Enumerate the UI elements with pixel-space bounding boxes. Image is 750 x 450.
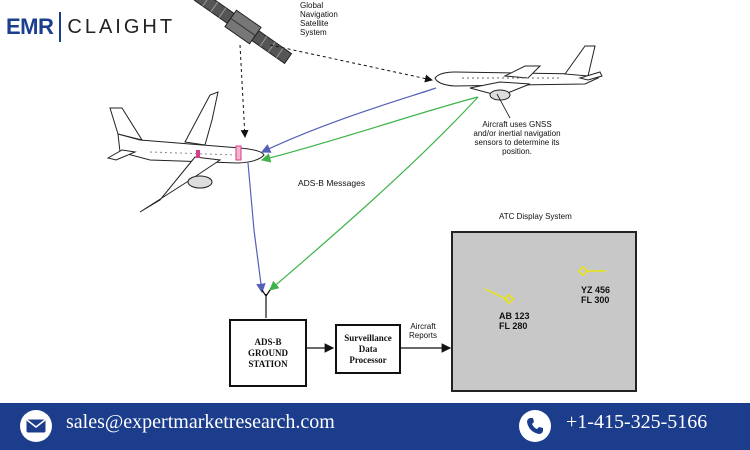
- note-pointer-line: [496, 93, 511, 119]
- antenna-icon: [261, 289, 271, 318]
- satellite-label: Global Navigation Satellite System: [300, 1, 338, 37]
- target1-label: AB 123 FL 280: [499, 311, 530, 331]
- left-aircraft-icon: [106, 91, 265, 213]
- surveillance-processor-box: Surveillance Data Processor: [335, 324, 401, 374]
- gnss-signal-line-2: [269, 44, 433, 83]
- aircraft-position-note: Aircraft uses GNSS and/or inertial navig…: [473, 120, 561, 156]
- adsb-messages-label: ADS-B Messages: [298, 178, 366, 188]
- adsb-broadcast-line-2: [269, 96, 479, 291]
- right-aircraft-icon: [434, 45, 603, 101]
- mail-icon: [20, 410, 52, 442]
- ground-station-box: ADS-B GROUND STATION: [229, 319, 307, 387]
- target1-symbol-icon: [503, 293, 515, 305]
- aircraft-to-ground-link: [247, 162, 266, 294]
- adsb-broadcast-line-1: [260, 96, 479, 163]
- email-link[interactable]: sales@expertmarketresearch.com: [66, 411, 335, 433]
- target1-leader-line: [484, 288, 509, 301]
- contact-footer: sales@expertmarketresearch.com +1-415-32…: [0, 403, 750, 450]
- gnss-signal-line-1: [239, 44, 249, 138]
- aircraft-reports-label: Aircraft Reports: [408, 322, 437, 340]
- phone-icon: [519, 410, 551, 442]
- logo-emr: EMR: [6, 14, 54, 39]
- company-logo: EMR CLAIGHT: [6, 10, 175, 44]
- atc-target-symbols: [484, 265, 606, 305]
- target2-label: YZ 456 FL 300: [581, 285, 611, 305]
- target2-symbol-icon: [577, 265, 589, 277]
- logo-divider: [59, 12, 62, 42]
- ground-station-label: ADS-B GROUND STATION: [248, 336, 288, 369]
- atc-display-title: ATC Display System: [499, 212, 572, 221]
- phone-link[interactable]: +1-415-325-5166: [566, 411, 708, 433]
- logo-claight: CLAIGHT: [67, 15, 176, 38]
- atc-display-screen: AB 123 FL 280 YZ 456 FL 300: [451, 231, 637, 392]
- surveillance-processor-label: Surveillance Data Processor: [344, 332, 392, 365]
- aircraft-to-aircraft-link: [260, 87, 437, 153]
- satellite-icon: [193, 0, 293, 65]
